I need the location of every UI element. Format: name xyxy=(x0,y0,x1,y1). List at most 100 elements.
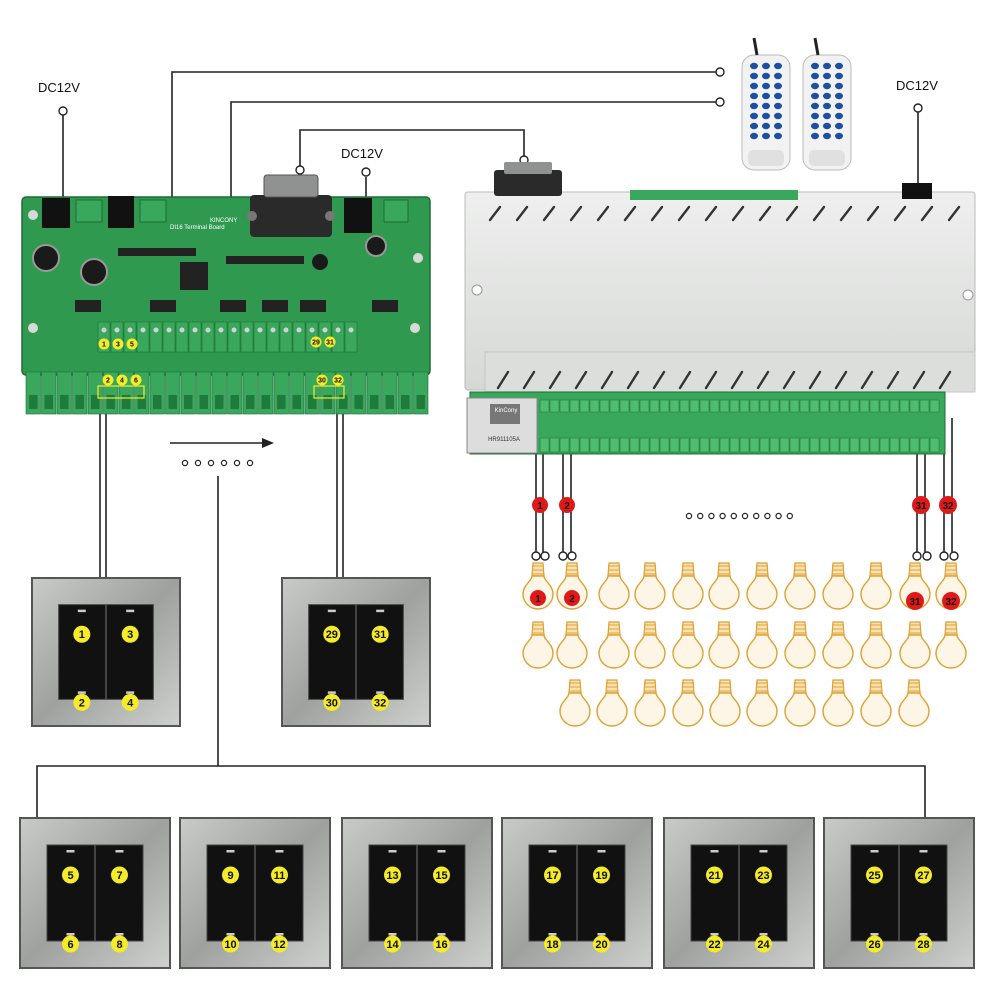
screw-terminal-icon xyxy=(789,399,800,413)
screw-terminal-icon xyxy=(839,437,850,453)
ellipsis-dot xyxy=(730,512,738,520)
light-bulb-icon xyxy=(784,621,816,669)
remote-button-icon xyxy=(774,72,782,80)
screw-terminal-icon xyxy=(639,437,650,453)
svg-text:32: 32 xyxy=(334,378,342,385)
screw-terminal-icon xyxy=(879,437,890,453)
switch-key-badge xyxy=(271,866,288,884)
wire-slot-icon xyxy=(323,395,332,409)
screw-terminal-icon xyxy=(649,399,660,413)
capacitor-icon xyxy=(365,235,387,257)
screw-terminal-icon xyxy=(799,437,810,453)
light-bulb-icon xyxy=(522,621,554,669)
switch-key-label: 5 xyxy=(67,870,73,882)
bulb-glass xyxy=(822,692,854,727)
screw-icon xyxy=(205,327,211,333)
screw-terminal-icon xyxy=(629,399,640,413)
screw-icon xyxy=(127,327,133,333)
screw-icon xyxy=(348,327,354,333)
screw-terminal-icon xyxy=(149,321,163,353)
screw-terminal-icon xyxy=(889,399,900,413)
screw-terminal-icon xyxy=(689,399,700,413)
remote-button-icon xyxy=(811,132,819,140)
switch-key-badge xyxy=(111,866,128,884)
screw-terminal-icon xyxy=(909,437,920,453)
remote-button-icon xyxy=(750,62,758,70)
remote-button-icon xyxy=(762,122,770,130)
switch-key-badge xyxy=(544,866,561,884)
wire-slot-icon xyxy=(230,395,239,409)
screw-terminal-icon xyxy=(559,399,570,413)
screw-terminal-icon xyxy=(619,437,630,453)
wire-slot-icon xyxy=(91,395,100,409)
remote-control-icon xyxy=(802,37,852,171)
switch-key-label: 23 xyxy=(757,870,769,882)
switch-key-badge xyxy=(62,866,79,884)
board-model-label: DI16 Terminal Board xyxy=(170,225,225,231)
screw-icon xyxy=(114,327,120,333)
indicator-led-icon xyxy=(597,933,606,936)
screw-terminal-icon xyxy=(749,437,760,453)
light-bulb-icon xyxy=(860,562,892,610)
serial-port-icon xyxy=(494,162,562,196)
screw-terminal-icon xyxy=(809,437,820,453)
screw-icon xyxy=(140,327,146,333)
antenna-icon xyxy=(752,37,759,56)
switch-key-badge xyxy=(271,935,288,953)
switch-key-badge xyxy=(371,625,389,643)
svg-text:31: 31 xyxy=(915,501,927,512)
wire-slot-icon xyxy=(60,395,69,409)
light-bulb-icon xyxy=(822,679,854,727)
bulb-glass xyxy=(784,634,816,669)
screw-terminal-icon xyxy=(579,437,590,453)
screw-terminal-icon xyxy=(599,437,610,453)
light-bulb-icon xyxy=(784,679,816,727)
screw-terminal-icon xyxy=(759,399,770,413)
light-bulb-icon xyxy=(860,679,892,727)
light-bulb-icon xyxy=(746,621,778,669)
remote-button-icon xyxy=(774,112,782,120)
switch-key-badge xyxy=(323,693,341,711)
screw-terminal-icon xyxy=(559,437,570,453)
screw-icon xyxy=(166,327,172,333)
screw-terminal-icon xyxy=(779,399,790,413)
screw-terminal-icon xyxy=(609,437,620,453)
direction-arrow xyxy=(170,438,274,448)
lower-terminal-block xyxy=(25,371,429,415)
switch-key-badge xyxy=(121,693,139,711)
vent-slot xyxy=(704,205,718,222)
svg-text:DC12V: DC12V xyxy=(341,146,383,161)
switch-key-badge xyxy=(593,866,610,884)
svg-text:5: 5 xyxy=(130,342,134,349)
wire-slot-icon xyxy=(122,395,131,409)
bulb-glass xyxy=(709,692,741,727)
power-jack-icon xyxy=(42,198,70,228)
switch-key-badge xyxy=(433,935,450,953)
switch-key-badge xyxy=(73,625,91,643)
light-bulb-icon xyxy=(634,562,666,610)
relay-badge xyxy=(559,497,575,513)
switch-key-label: 6 xyxy=(67,939,73,951)
remote-control-icon xyxy=(741,37,791,171)
wire-slot-icon xyxy=(106,395,115,409)
remote-button-icon xyxy=(811,92,819,100)
remote-base xyxy=(748,150,784,166)
remote-button-icon xyxy=(750,102,758,110)
switch-key-badge xyxy=(866,866,883,884)
switch-key-badge xyxy=(755,935,772,953)
svg-text:32: 32 xyxy=(945,597,957,608)
light-bulb-icon xyxy=(899,621,931,669)
light-bulb-icon xyxy=(672,562,704,610)
switch-frame xyxy=(341,817,493,969)
light-bulb-icon xyxy=(708,562,740,610)
light-bulb-icon xyxy=(634,621,666,669)
remote-button-icon xyxy=(823,82,831,90)
screw-terminal-icon xyxy=(331,321,345,353)
screw-icon xyxy=(101,327,107,333)
bulb-glass xyxy=(784,575,816,610)
dot-row-right xyxy=(685,512,794,520)
switch-key-label: 27 xyxy=(917,870,929,882)
screw-terminal-icon xyxy=(609,399,620,413)
light-bulb-icon xyxy=(672,621,704,669)
remote-button-icon xyxy=(774,62,782,70)
